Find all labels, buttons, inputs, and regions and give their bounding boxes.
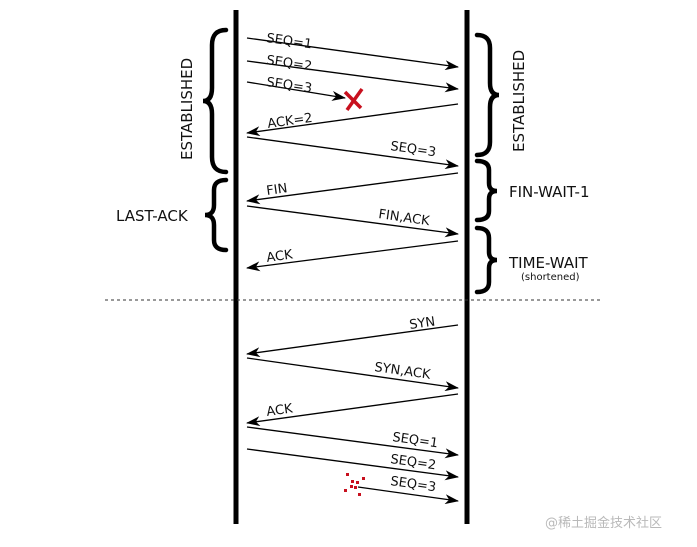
arrow-ack2	[246, 103, 459, 137]
arrow-fin	[246, 172, 459, 205]
right-established-brace	[474, 32, 500, 158]
label-seq3-a: SEQ=3	[265, 75, 313, 96]
label-fin: FIN	[265, 181, 288, 199]
label-seq1-a: SEQ=1	[265, 31, 313, 52]
watermark: @稀土掘金技术社区	[545, 515, 662, 531]
arrow-ack-b	[246, 393, 459, 427]
arrow-seq2-a	[246, 60, 459, 93]
label-seq2-b: SEQ=2	[389, 452, 437, 473]
lost-packet-x-icon	[343, 87, 364, 112]
right-time-wait-brace	[474, 225, 498, 295]
right-state-time-wait: TIME-WAIT	[508, 254, 589, 272]
label-fin-ack: FIN,ACK	[377, 207, 430, 229]
label-seq1-b: SEQ=1	[391, 430, 439, 451]
label-syn: SYN	[408, 314, 436, 332]
arrow-seq1-a	[246, 37, 459, 71]
left-state-established: ESTABLISHED	[178, 58, 196, 160]
arrow-seq3-a-lost	[246, 81, 346, 101]
right-fin-wait-brace	[474, 158, 498, 223]
arrow-syn-ack	[246, 357, 459, 392]
arrow-fin-ack	[246, 205, 459, 238]
label-seq2-a: SEQ=2	[265, 53, 313, 74]
arrow-seq3-retx	[246, 136, 459, 170]
label-ack-b: ACK	[265, 401, 294, 420]
left-established-brace	[202, 27, 229, 175]
right-state-time-wait-note: (shortened)	[521, 272, 580, 283]
label-seq3-b: SEQ=3	[389, 474, 437, 495]
arrow-seq3-b	[357, 486, 459, 505]
left-state-last-ack: LAST-ACK	[116, 207, 189, 225]
left-last-ack-brace	[204, 177, 229, 253]
arrow-syn	[246, 324, 459, 358]
label-syn-ack: SYN,ACK	[373, 360, 431, 383]
arrow-seq2-b	[246, 448, 459, 481]
label-ack-a: ACK	[265, 247, 294, 266]
label-ack2: ACK=2	[266, 111, 313, 132]
arrow-ack-a	[246, 240, 459, 272]
label-seq3-retx: SEQ=3	[389, 139, 437, 160]
lost-packet-dots-icon	[344, 473, 365, 496]
right-state-established: ESTABLISHED	[510, 50, 528, 152]
arrow-seq1-b	[246, 426, 459, 459]
right-state-fin-wait-1: FIN-WAIT-1	[509, 183, 590, 201]
